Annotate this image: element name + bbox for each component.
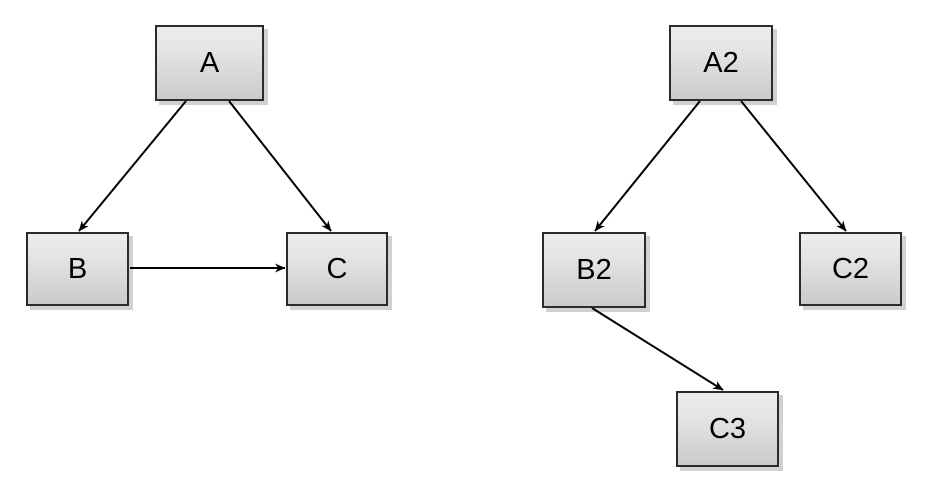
edge-a-to-b bbox=[78, 100, 187, 232]
node-b[interactable]: B bbox=[26, 232, 129, 306]
node-label: C3 bbox=[708, 412, 747, 445]
node-label: C bbox=[326, 252, 348, 285]
node-a2[interactable]: A2 bbox=[669, 25, 773, 101]
edge-a2-to-c2 bbox=[740, 100, 847, 232]
edge-b2-to-c3 bbox=[591, 307, 724, 391]
node-c3[interactable]: C3 bbox=[676, 391, 779, 467]
node-c2[interactable]: C2 bbox=[799, 232, 902, 306]
node-b2[interactable]: B2 bbox=[542, 232, 646, 308]
node-label: A bbox=[199, 46, 220, 79]
node-label: B bbox=[67, 252, 88, 285]
node-label: B2 bbox=[576, 253, 612, 286]
edge-group bbox=[78, 100, 847, 391]
node-label: C2 bbox=[831, 252, 870, 285]
edge-a-to-c bbox=[228, 100, 332, 232]
node-a[interactable]: A bbox=[155, 25, 264, 101]
node-label: A2 bbox=[703, 46, 739, 79]
edge-a2-to-b2 bbox=[594, 100, 701, 232]
node-c[interactable]: C bbox=[286, 232, 388, 306]
